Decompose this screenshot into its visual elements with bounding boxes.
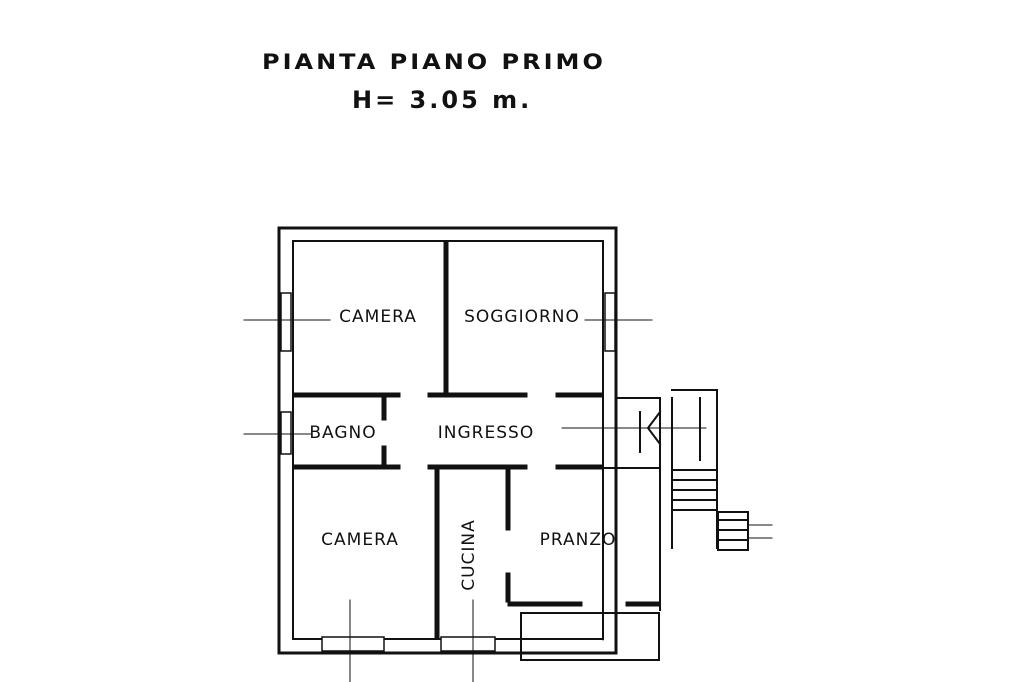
window-camera-top: [280, 292, 292, 352]
section-lines: [243, 319, 653, 682]
room-label-pranzo: PRANZO: [540, 530, 617, 550]
dining-east-wall: [602, 467, 661, 611]
room-label-camera-bottom: CAMERA: [321, 530, 399, 550]
room-label-camera-top: CAMERA: [339, 307, 417, 327]
window-bagno: [280, 411, 292, 455]
window-cucina: [440, 636, 496, 652]
windows: [280, 292, 616, 652]
room-label-bagno: BAGNO: [309, 423, 376, 443]
height-label: H= 3.05 m.: [352, 86, 533, 114]
balcony: [520, 612, 660, 661]
interior-walls: [292, 240, 661, 639]
stair-block: [520, 389, 773, 661]
room-label-cucina: CUCINA: [459, 519, 479, 591]
room-label-soggiorno: SOGGIORNO: [464, 307, 580, 327]
outer-wall-outline: [277, 226, 618, 655]
window-soggiorno: [604, 292, 616, 352]
window-camera-bottom: [321, 636, 385, 652]
room-label-ingresso: INGRESSO: [438, 423, 534, 443]
plan-title: PIANTA PIANO PRIMO: [262, 49, 606, 75]
